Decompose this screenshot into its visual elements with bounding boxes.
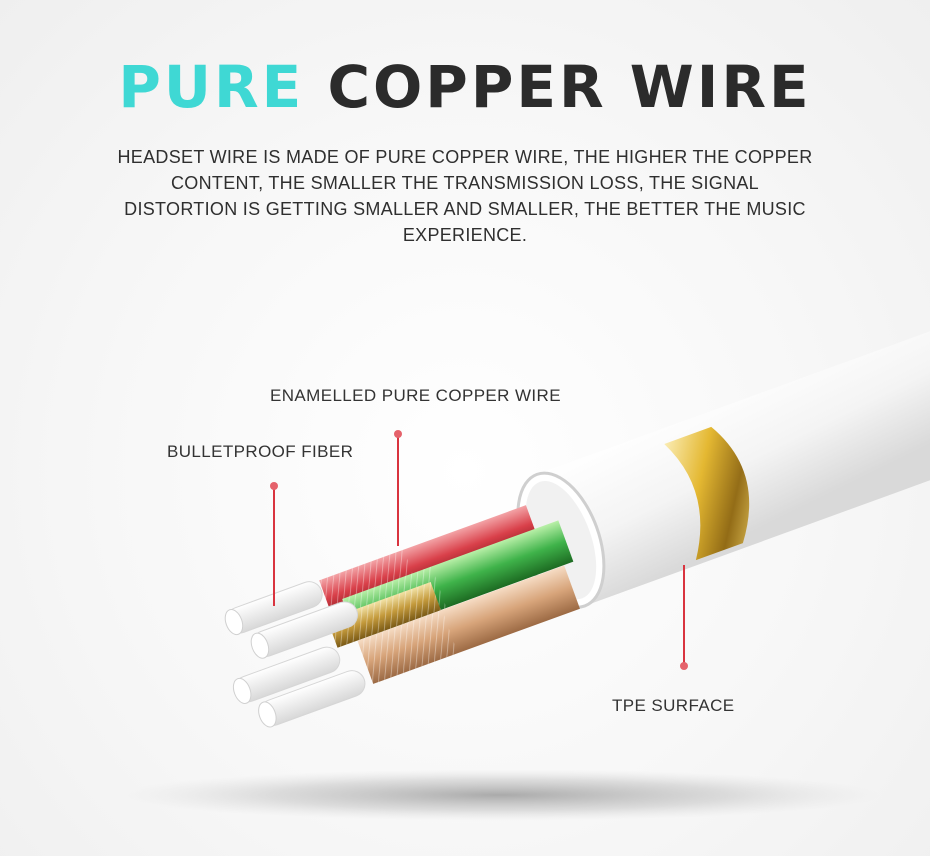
title-main: COPPER WIRE [327, 53, 812, 121]
page-title: PURE COPPER WIRE [0, 52, 930, 122]
callout-tpe-surface: TPE SURFACE [612, 696, 735, 715]
fiber-ends [224, 581, 366, 728]
leader-dot-fiber [270, 482, 278, 490]
description-text: HEADSET WIRE IS MADE OF PURE COPPER WIRE… [117, 147, 813, 245]
floor-shadow [120, 769, 880, 821]
leader-line-fiber [273, 488, 275, 606]
leader-dot-tpe [680, 662, 688, 670]
callout-bulletproof-fiber: BULLETPROOF FIBER [167, 442, 354, 461]
leader-line-enamelled [397, 436, 399, 546]
inner-wires [319, 505, 580, 684]
title-accent: PURE [118, 53, 305, 121]
callout-enamelled-copper: ENAMELLED PURE COPPER WIRE [270, 386, 561, 405]
leader-line-tpe [683, 565, 685, 665]
leader-dot-enamelled [394, 430, 402, 438]
